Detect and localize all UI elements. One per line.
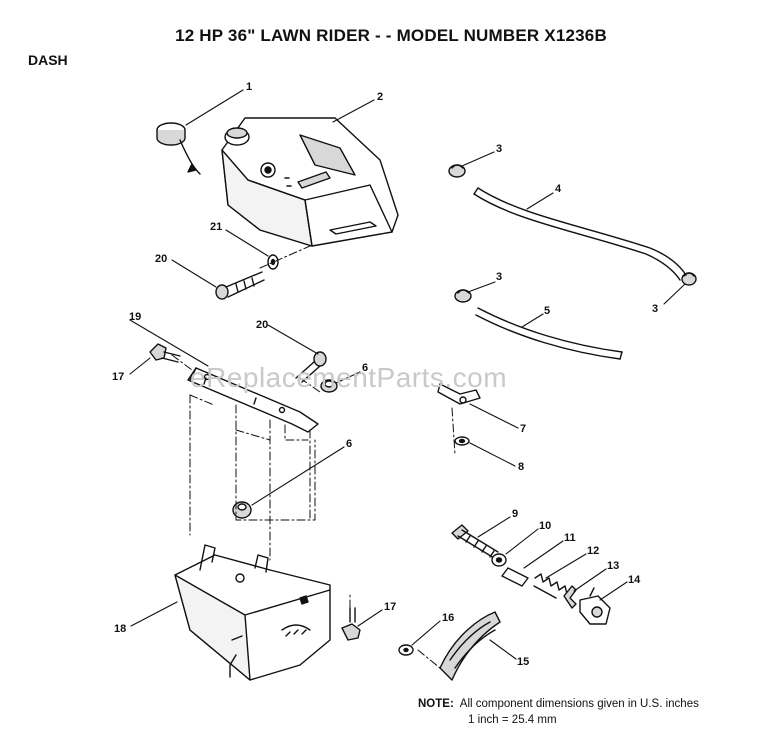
- note-line-2: 1 inch = 25.4 mm: [468, 714, 557, 726]
- page-title: 12 HP 36" LAWN RIDER - - MODEL NUMBER X1…: [175, 26, 607, 45]
- part-3-hose-clamp: [448, 164, 466, 178]
- part-10-washer: [491, 553, 507, 567]
- part-7-bracket: [437, 383, 481, 405]
- callout-13: 13: [607, 560, 619, 572]
- callout-8: 8: [518, 461, 524, 473]
- part-6-grommet: [232, 501, 252, 519]
- part-4-fuel-hose: [473, 187, 687, 281]
- callout-1: 1: [246, 81, 252, 93]
- part-20-screw: [215, 271, 265, 300]
- section-label: DASH: [28, 52, 68, 68]
- callout-10: 10: [539, 520, 551, 532]
- callout-12: 12: [587, 545, 599, 557]
- callout-3: 3: [652, 303, 658, 315]
- part-13-clip: [563, 585, 577, 609]
- callout-6: 6: [346, 438, 352, 450]
- watermark: eReplacementParts.com: [190, 362, 508, 393]
- callout-5: 5: [544, 305, 550, 317]
- callout-19: 19: [129, 311, 141, 323]
- part-15-throttle-plate: [439, 611, 501, 681]
- part-16-washer: [398, 644, 414, 656]
- callout-2: 2: [377, 91, 383, 103]
- callout-9: 9: [512, 508, 518, 520]
- part-19-support-bracket: [187, 367, 319, 433]
- part-1-fuel-cap: [156, 122, 201, 175]
- part-11-spacer: [501, 567, 529, 587]
- part-14-lever: [579, 587, 611, 625]
- part-2-dash-housing: [221, 117, 399, 247]
- callout-11: 11: [564, 532, 576, 544]
- callout-17: 17: [384, 601, 396, 613]
- callout-4: 4: [555, 183, 562, 195]
- part-17-bolt: [341, 607, 361, 641]
- callout-20: 20: [155, 253, 167, 265]
- callout-14: 14: [628, 574, 641, 586]
- part-21-washer: [267, 254, 279, 270]
- part-12-spring: [533, 573, 568, 599]
- callout-15: 15: [517, 656, 529, 668]
- note-label: NOTE:: [418, 698, 454, 710]
- part-20-screw: [295, 351, 327, 383]
- callout-18: 18: [114, 623, 126, 635]
- callout-16: 16: [442, 612, 454, 624]
- part-6-grommet: [320, 379, 338, 393]
- part-18-lower-panel: [174, 544, 331, 681]
- callout-3: 3: [496, 143, 502, 155]
- callout-7: 7: [520, 423, 526, 435]
- part-3-hose-clamp: [681, 272, 697, 286]
- note-line-1: All component dimensions given in U.S. i…: [459, 698, 699, 710]
- callout-6: 6: [362, 362, 368, 374]
- callout-17: 17: [112, 371, 124, 383]
- part-9-bolt: [451, 524, 499, 559]
- callout-20: 20: [256, 319, 268, 331]
- callout-21: 21: [210, 221, 222, 233]
- part-5-fuel-hose: [475, 307, 623, 360]
- dimension-note: NOTE: All component dimensions given in U…: [418, 696, 699, 728]
- assembly-lines: [171, 245, 456, 669]
- leader-lines: [129, 89, 686, 660]
- callout-3: 3: [496, 271, 502, 283]
- part-8-washer: [454, 436, 470, 446]
- part-17-bolt: [149, 343, 181, 363]
